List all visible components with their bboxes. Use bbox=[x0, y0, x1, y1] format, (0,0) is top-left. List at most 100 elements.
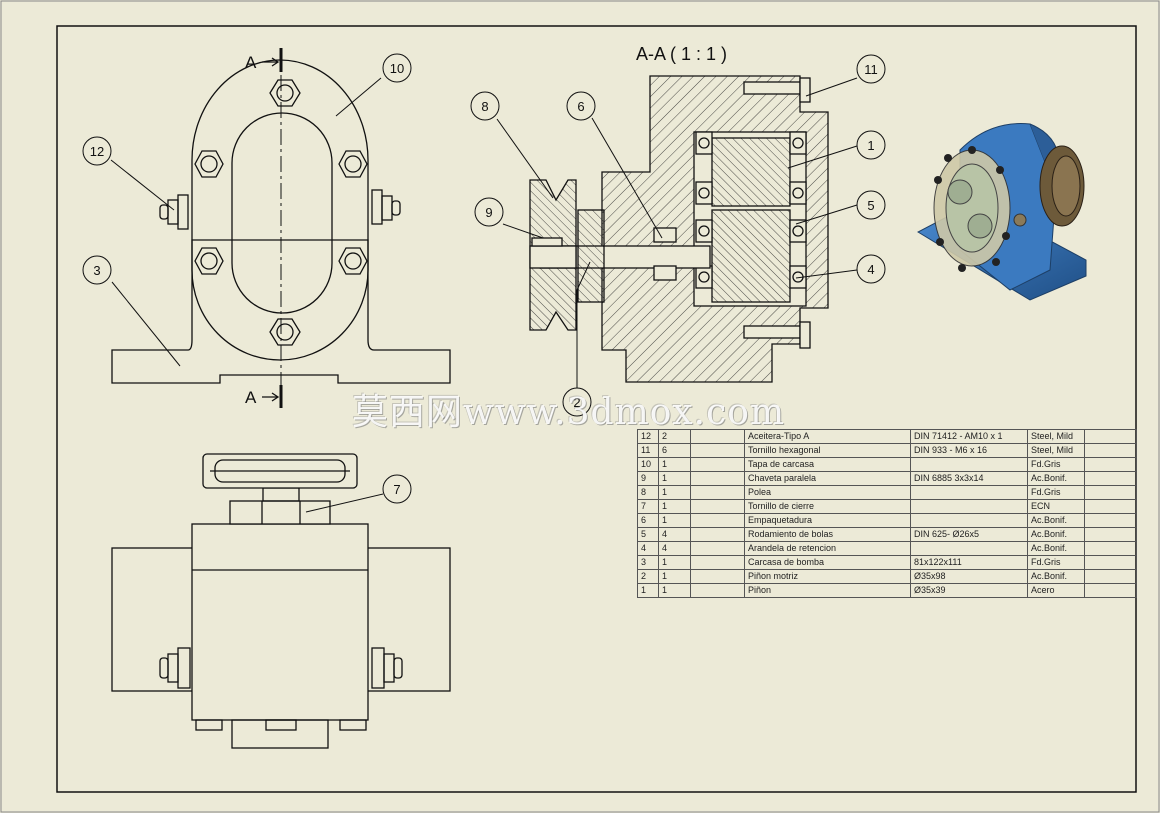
svg-text:10: 10 bbox=[390, 61, 404, 76]
balloon-leaders bbox=[110, 77, 858, 513]
balloon-9: 9 bbox=[474, 197, 504, 227]
table-cell: 11 bbox=[637, 443, 659, 458]
table-cell: 10 bbox=[637, 457, 659, 472]
table-cell: 3 bbox=[637, 555, 659, 570]
table-cell: Rodamiento de bolas bbox=[744, 527, 911, 542]
svg-text:7: 7 bbox=[393, 482, 400, 497]
table-cell: Tapa de carcasa bbox=[744, 457, 911, 472]
table-cell bbox=[1084, 513, 1137, 528]
section-view-title: A-A ( 1 : 1 ) bbox=[636, 44, 727, 64]
balloon-7: 7 bbox=[382, 474, 412, 504]
table-cell: 1 bbox=[637, 583, 659, 598]
table-cell: Steel, Mild bbox=[1027, 429, 1085, 444]
table-cell bbox=[690, 429, 745, 444]
svg-text:9: 9 bbox=[485, 205, 492, 220]
table-cell bbox=[1084, 555, 1137, 570]
table-cell bbox=[1084, 457, 1137, 472]
table-cell: Fd.Gris bbox=[1027, 555, 1085, 570]
table-cell: 2 bbox=[637, 569, 659, 584]
table-cell: DIN 6885 3x3x14 bbox=[910, 471, 1028, 486]
table-cell bbox=[910, 541, 1028, 556]
balloon-4: 4 bbox=[856, 254, 886, 284]
section-label-top: A bbox=[245, 53, 257, 72]
table-cell bbox=[910, 499, 1028, 514]
section-arrow-top bbox=[262, 57, 280, 67]
table-cell: Fd.Gris bbox=[1027, 485, 1085, 500]
table-cell: 1 bbox=[658, 569, 691, 584]
balloon-1: 1 bbox=[856, 130, 886, 160]
table-cell bbox=[1084, 499, 1137, 514]
balloon-6: 6 bbox=[566, 91, 596, 121]
table-cell: 6 bbox=[637, 513, 659, 528]
table-cell: Fd.Gris bbox=[1027, 457, 1085, 472]
table-cell bbox=[690, 513, 745, 528]
table-cell: Tornillo de cierre bbox=[744, 499, 911, 514]
table-cell: Empaquetadura bbox=[744, 513, 911, 528]
balloon-10: 10 bbox=[382, 53, 412, 83]
table-cell bbox=[1084, 527, 1137, 542]
balloon-3: 3 bbox=[82, 255, 112, 285]
table-cell bbox=[1084, 569, 1137, 584]
table-cell: Ac.Bonif. bbox=[1027, 513, 1085, 528]
svg-text:5: 5 bbox=[867, 198, 874, 213]
table-cell bbox=[690, 555, 745, 570]
svg-text:1: 1 bbox=[867, 138, 874, 153]
table-cell: 2 bbox=[658, 429, 691, 444]
table-cell: 4 bbox=[658, 527, 691, 542]
table-cell: Tornillo hexagonal bbox=[744, 443, 911, 458]
table-cell: 7 bbox=[637, 499, 659, 514]
watermark: 莫西网www.3dmox.com bbox=[352, 392, 786, 433]
table-cell bbox=[690, 499, 745, 514]
table-cell: ECN bbox=[1027, 499, 1085, 514]
table-cell: DIN 625- Ø26x5 bbox=[910, 527, 1028, 542]
isometric-3d-model bbox=[916, 123, 1087, 301]
table-cell: 1 bbox=[658, 499, 691, 514]
table-cell: Chaveta paralela bbox=[744, 471, 911, 486]
svg-text:6: 6 bbox=[577, 99, 584, 114]
table-cell: Arandela de retencion bbox=[744, 541, 911, 556]
table-cell: 1 bbox=[658, 471, 691, 486]
table-cell: 6 bbox=[658, 443, 691, 458]
table-cell bbox=[910, 513, 1028, 528]
table-cell: 1 bbox=[658, 555, 691, 570]
svg-text:11: 11 bbox=[864, 62, 878, 77]
table-cell: Ø35x98 bbox=[910, 569, 1028, 584]
table-cell: 4 bbox=[637, 541, 659, 556]
table-cell: Ø35x39 bbox=[910, 583, 1028, 598]
table-cell: Carcasa de bomba bbox=[744, 555, 911, 570]
table-cell bbox=[1084, 429, 1137, 444]
table-cell: 8 bbox=[637, 485, 659, 500]
table-cell: 1 bbox=[658, 513, 691, 528]
table-cell bbox=[1084, 583, 1137, 598]
table-cell: 1 bbox=[658, 457, 691, 472]
table-cell bbox=[690, 471, 745, 486]
table-cell bbox=[910, 485, 1028, 500]
table-cell bbox=[1084, 443, 1137, 458]
table-cell bbox=[690, 583, 745, 598]
balloon-2: 2 bbox=[562, 387, 592, 417]
svg-text:12: 12 bbox=[90, 144, 104, 159]
table-cell: Aceitera-Tipo A bbox=[744, 429, 911, 444]
svg-text:2: 2 bbox=[573, 395, 580, 410]
table-cell: Acero bbox=[1027, 583, 1085, 598]
table-cell bbox=[910, 457, 1028, 472]
svg-text:8: 8 bbox=[481, 99, 488, 114]
svg-text:4: 4 bbox=[867, 262, 874, 277]
table-cell: 5 bbox=[637, 527, 659, 542]
table-cell: Ac.Bonif. bbox=[1027, 471, 1085, 486]
table-cell: Piñon bbox=[744, 583, 911, 598]
